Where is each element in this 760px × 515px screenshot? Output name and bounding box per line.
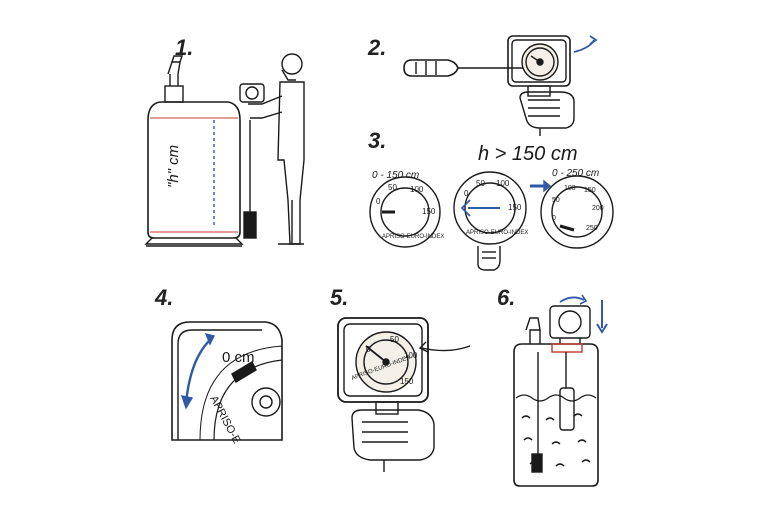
dial1-tick-50: 50 [388,183,397,192]
dial1-tick-0: 0 [376,197,381,206]
dial1-tick-150: 150 [422,207,436,216]
dial2-tick-150: 150 [508,203,522,212]
dial2-tick-0: 0 [464,189,469,198]
step-5-number: 5. [330,285,349,310]
dial3-tick-100: 100 [564,185,576,192]
step-1-number: 1. [175,35,194,60]
dial2-tick-100: 100 [496,179,510,188]
step-4-zero-label: 0 cm [222,349,255,366]
step-5-tick-50: 50 [390,335,399,344]
step-4-number: 4. [155,285,174,310]
step-2-illustration [403,35,598,136]
dial2-tick-50: 50 [476,179,485,188]
step-3-number: 3. [368,128,387,153]
step-5-tick-100: 100 [404,351,418,360]
step-6-illustration [513,294,608,487]
range-high-label: 0 - 250 cm [552,168,599,179]
dial3-tick-50: 50 [552,197,560,204]
step-1-illustration [144,53,305,247]
tank-height-label: "h" cm [165,145,182,188]
step-5-illustration [337,317,471,472]
step-2-number: 2. [368,35,387,60]
step-3-illustration [369,171,614,271]
range-low-label: 0 - 150 cm [372,170,419,181]
step-6-number: 6. [497,285,516,310]
step-5-tick-150: 150 [400,377,414,386]
step-3-condition: h > 150 cm [478,143,578,165]
dial3-tick-250: 250 [586,225,598,232]
dial1-tick-100: 100 [410,185,424,194]
step-4-brand: APRISO-E [207,394,242,446]
dial3-tick-0: 0 [552,215,556,222]
step-5-tick-0: 0 [366,345,371,354]
dial3-tick-150: 150 [584,187,596,194]
dial2-brand: APRISO-EURO-INDEX [466,230,528,236]
step-4-illustration [171,321,283,441]
dial3-tick-200: 200 [592,205,604,212]
dial1-brand: APRISO-EURO-INDEX [382,234,444,240]
